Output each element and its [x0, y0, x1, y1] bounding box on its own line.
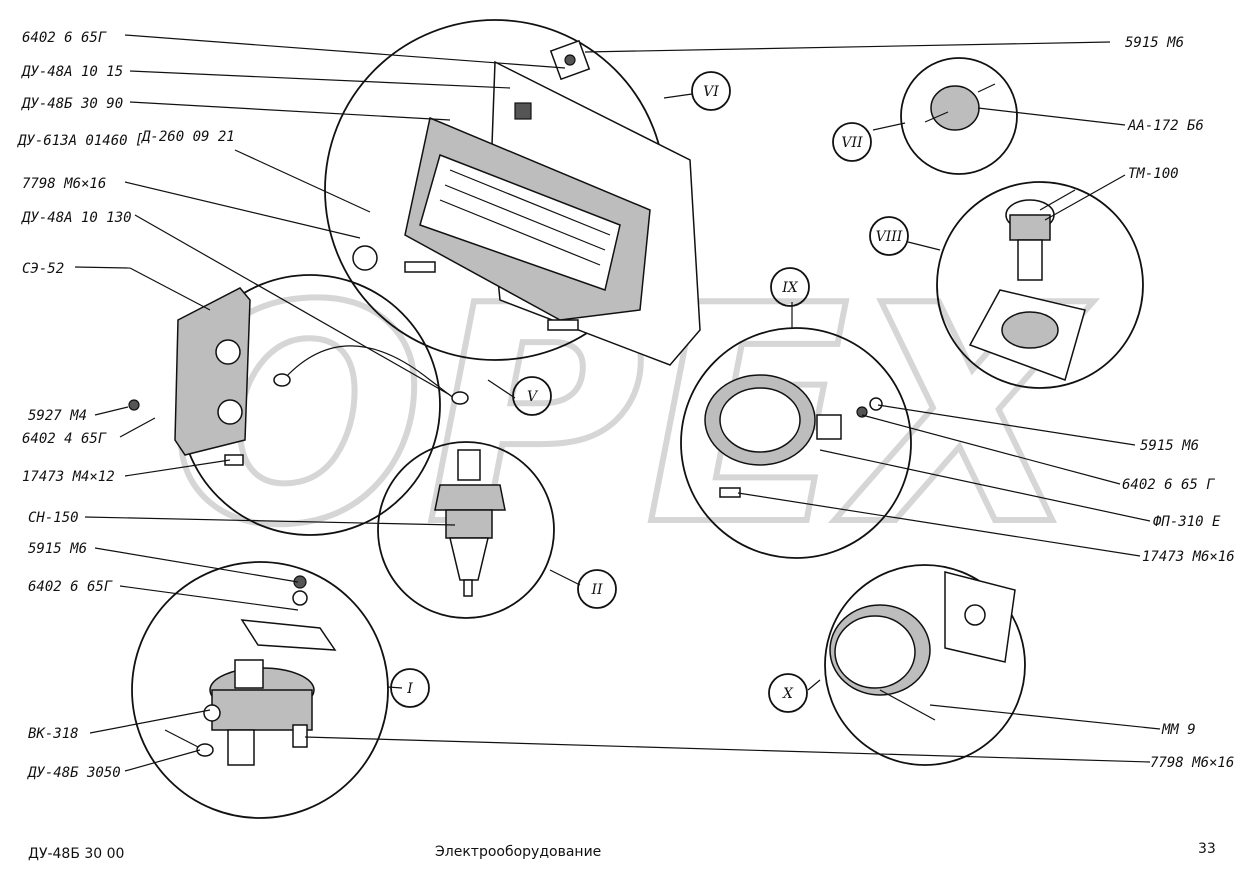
label-tm100: ТМ-100 — [1128, 166, 1179, 182]
callout-vi: VI — [691, 71, 731, 111]
label-du48b-3050: ДУ-48Б 3050 — [27, 765, 121, 781]
switch-panel-se52 — [128, 287, 469, 466]
label-du48b-3090: ДУ-48Б 30 90 — [21, 96, 123, 112]
label-6402-6-65g-right: 6402 6 65 Г — [1122, 477, 1215, 493]
callout-vii: VII — [832, 122, 872, 162]
svg-text:X: X — [782, 686, 794, 702]
svg-text:II: II — [590, 582, 603, 598]
label-7798-m6x16-top: 7798 М6×16 — [22, 176, 106, 192]
sensor-ch150 — [434, 449, 506, 597]
label-ch150: СН-150 — [28, 510, 79, 526]
label-vk318: ВК-318 — [28, 726, 79, 742]
detail-circle-vii — [900, 57, 1018, 175]
detail-circle-ix — [680, 327, 912, 559]
label-17473-m4x12: 17473 М4×12 — [22, 469, 115, 485]
label-5915-m6-right: 5915 М6 — [1140, 438, 1199, 454]
label-mm9: ММ 9 — [1161, 722, 1196, 738]
svg-text:V: V — [527, 389, 539, 405]
svg-text:I: I — [406, 681, 413, 697]
label-du48a-1015: ДУ-48А 10 15 — [21, 64, 123, 80]
label-6402-6-65g-left: 6402 6 65Г — [28, 579, 113, 595]
label-aa172b6: АА-172 Б6 — [1127, 118, 1204, 134]
callout-v: V — [512, 376, 552, 416]
label-17473-m6x16: 17473 М6×16 — [1142, 549, 1235, 565]
label-du48a-10130: ДУ-48А 10 130 — [21, 210, 132, 226]
svg-text:VIII: VIII — [876, 229, 903, 245]
callout-viii: VIII — [869, 216, 909, 256]
callout-x: X — [768, 673, 808, 713]
detail-circle-ii — [377, 441, 555, 619]
doc-code: ДУ-48Б 30 00 — [28, 846, 124, 862]
label-7798-m6x16-bottom: 7798 М6×16 — [1150, 755, 1234, 771]
label-6402-4-65g: 6402 4 65Г — [22, 431, 107, 447]
doc-title: Электрооборудование — [435, 844, 601, 860]
detail-circle-viii — [936, 181, 1144, 389]
label-5927-m4: 5927 М4 — [28, 408, 87, 424]
detail-circle-i — [131, 561, 389, 819]
callout-ix: IX — [770, 267, 810, 307]
label-5915-m6-left: 5915 М6 — [28, 541, 87, 557]
labels-right: 5915 М6 АА-172 Б6 ТМ-100 5915 М6 6402 6 … — [1122, 35, 1235, 771]
label-du613a-01460: ДУ-613А 01460 — [17, 133, 128, 149]
footer: ДУ-48Б 30 00 Электрооборудование 33 — [28, 841, 1216, 862]
knob-aa172 — [924, 83, 996, 131]
detail-circle-x — [824, 564, 1026, 766]
svg-text:VII: VII — [841, 135, 863, 151]
labels-left: 6402 6 65Г ДУ-48А 10 15 ДУ-48Б 30 90 ДУ-… — [17, 30, 235, 781]
sensor-tm100 — [968, 189, 1086, 381]
gauge-mm9 — [829, 571, 1016, 721]
leader-lines — [74, 34, 1161, 772]
label-se52: СЭ-52 — [22, 261, 64, 277]
svg-text:VI: VI — [703, 84, 719, 100]
lamp-fp310e — [704, 374, 883, 498]
label-d260-0921: Д-260 09 21 — [141, 129, 235, 145]
label-5915-m6-top: 5915 М6 — [1125, 35, 1184, 51]
svg-text:IX: IX — [781, 280, 799, 296]
glovebox-panel — [352, 39, 701, 366]
label-fp310e: ФП-310 Е — [1153, 514, 1221, 530]
relay-vk318 — [164, 575, 337, 766]
callout-i: I — [390, 668, 430, 708]
label-6402-6-65g-top: 6402 6 65Г — [22, 30, 107, 46]
callout-ii: II — [577, 569, 617, 609]
page-number: 33 — [1198, 841, 1216, 857]
bracket: [ — [135, 132, 143, 148]
